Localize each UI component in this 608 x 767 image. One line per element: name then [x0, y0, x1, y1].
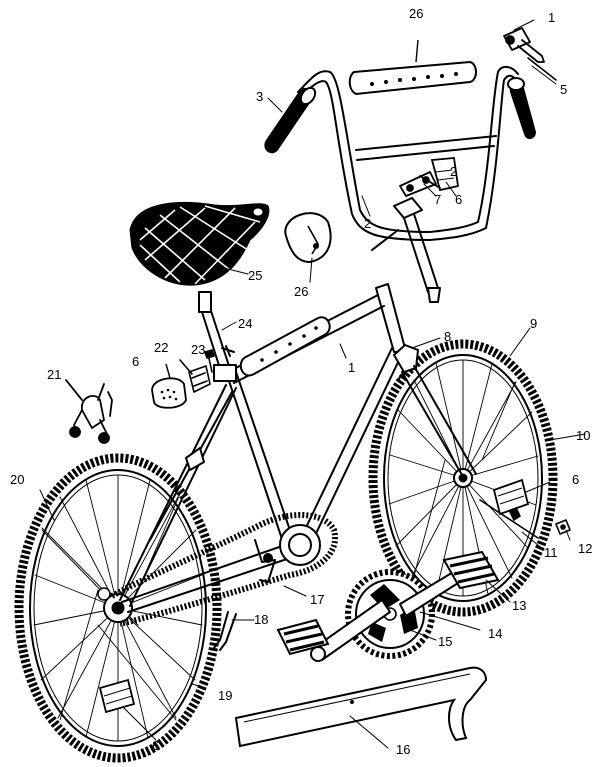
leader-lines	[39, 19, 586, 749]
label-17-chain: 17	[310, 592, 324, 607]
label-26-stem-pad: 26	[294, 284, 308, 299]
label-15-chainring: 15	[438, 634, 452, 649]
brake-cable	[527, 57, 557, 81]
label-2-handlebar: 2	[364, 216, 371, 231]
head-reflector	[430, 157, 460, 192]
label-13-pedal: 13	[512, 598, 526, 613]
label-2-stem: 2	[450, 164, 457, 179]
frame-pad	[239, 316, 331, 377]
label-7-reflector-clamp: 7	[434, 192, 441, 207]
fork	[393, 344, 477, 481]
brake-lever	[503, 27, 545, 63]
label-6-rear-reflector: 6	[152, 738, 159, 753]
right-grip	[507, 77, 536, 140]
label-23-seat-bolt: 23	[191, 342, 205, 357]
label-14-crank: 14	[488, 626, 502, 641]
label-6-head-reflector: 6	[455, 192, 462, 207]
label-22-seat-clamp: 22	[154, 340, 168, 355]
front-axle	[479, 499, 539, 539]
seat-clamp	[179, 359, 211, 393]
seat	[129, 201, 270, 286]
part-labels: 1 5 3 26 2 7 6 2 25 26 24 22 23 6 21 1 8…	[10, 6, 592, 757]
chain-guard	[234, 666, 488, 748]
label-1-brake-lever: 1	[548, 10, 555, 25]
stem-pad	[284, 212, 332, 264]
label-24-seat-post: 24	[238, 316, 252, 331]
handlebar-stem	[371, 197, 441, 303]
label-25-seat: 25	[248, 268, 262, 283]
reflector-clamp	[399, 171, 441, 197]
label-26-handlebar-pad: 26	[409, 6, 423, 21]
seat-bolt	[204, 349, 215, 373]
label-6-fork-reflector: 6	[572, 472, 579, 487]
label-5-brake-cable: 5	[560, 82, 567, 97]
label-19-spoke: 19	[218, 688, 232, 703]
label-18-kickstand: 18	[254, 612, 268, 627]
handlebar	[295, 66, 519, 241]
handlebar-pad	[348, 39, 477, 96]
label-12-axle-nut: 12	[578, 541, 592, 556]
chain	[110, 512, 339, 627]
right-pedal	[442, 550, 500, 590]
label-10-tire: 10	[576, 428, 590, 443]
axle-nut	[555, 519, 571, 535]
seat-reflector	[151, 363, 187, 409]
seat-post	[198, 291, 237, 382]
label-11-front-axle: 11	[544, 545, 558, 560]
label-16-chain-guard: 16	[396, 742, 410, 757]
kickstand	[213, 611, 237, 651]
label-8-fork: 8	[444, 329, 451, 344]
label-21-rear-brake: 21	[47, 367, 61, 382]
label-20-rear-wheel: 20	[10, 472, 24, 487]
left-pedal	[276, 618, 330, 656]
chainring	[345, 569, 435, 659]
label-9-front-wheel: 9	[530, 316, 537, 331]
label-1-frame: 1	[348, 360, 355, 375]
fork-reflector	[492, 478, 530, 516]
label-3-left-grip: 3	[256, 89, 263, 104]
rear-wheel	[14, 453, 222, 763]
rear-reflector	[98, 678, 136, 714]
left-grip	[264, 86, 317, 154]
label-6-seat-reflector: 6	[132, 354, 139, 369]
